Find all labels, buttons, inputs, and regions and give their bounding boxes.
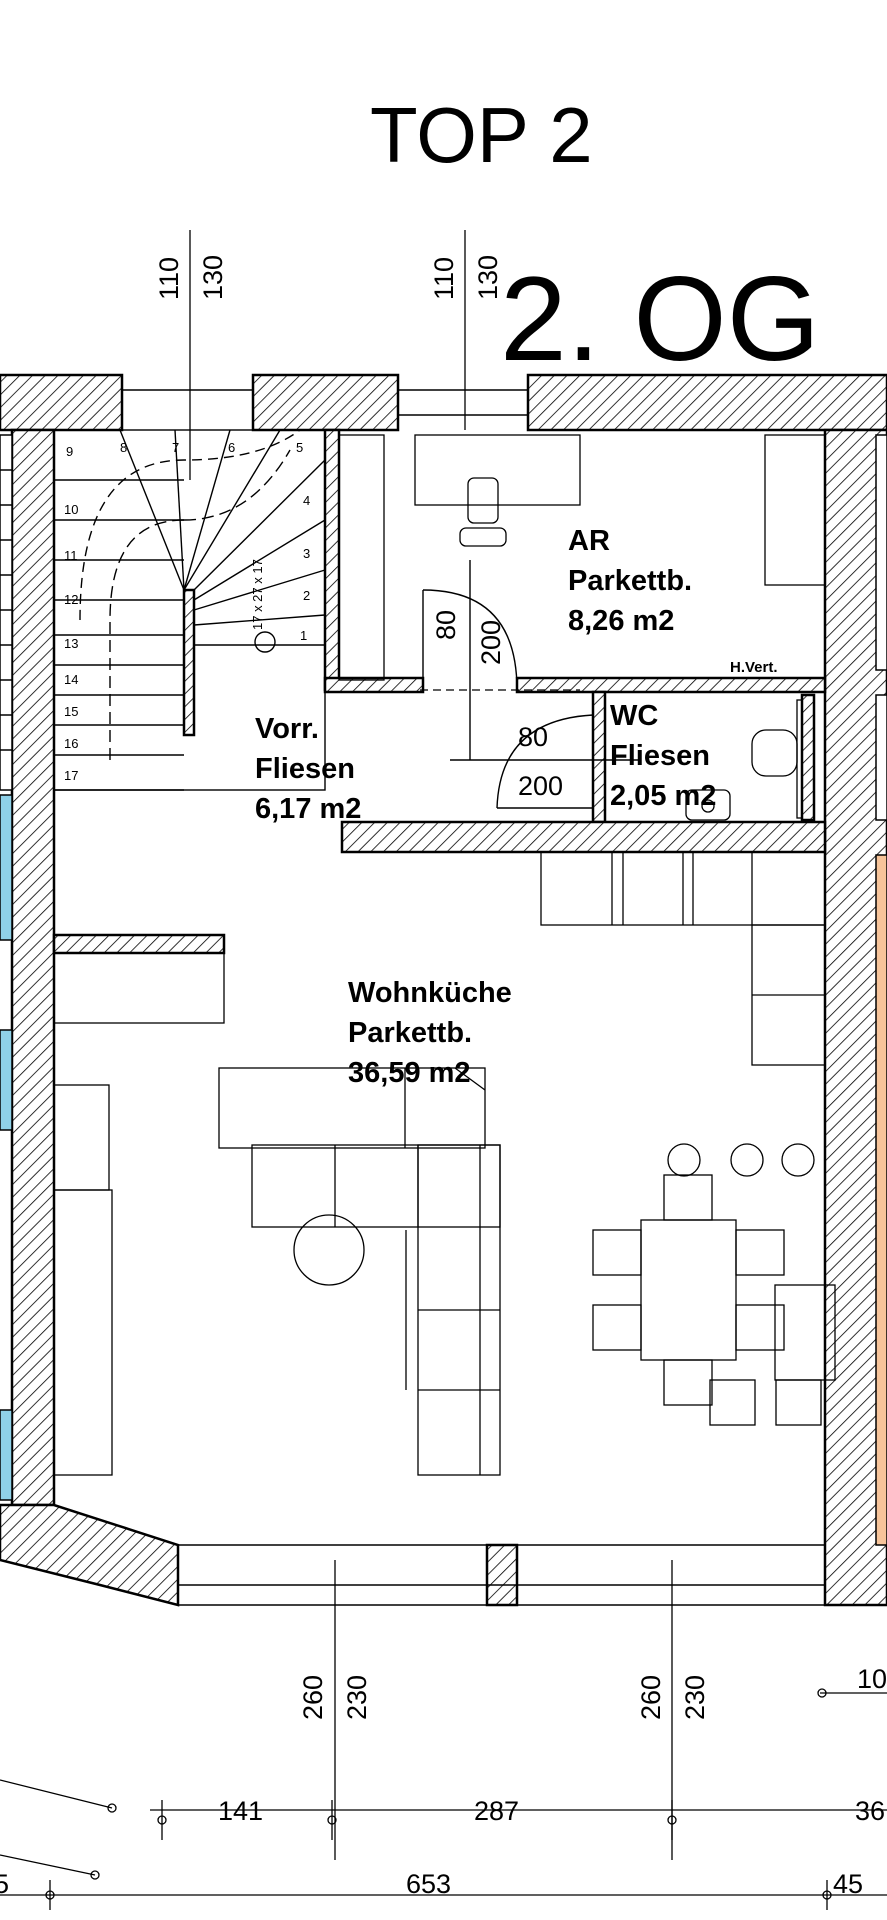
dim-653: 653: [406, 1869, 451, 1899]
svg-text:8: 8: [120, 440, 127, 455]
ar-door-height: 200: [476, 620, 506, 665]
top-openings: [122, 389, 528, 416]
svg-text:6: 6: [228, 440, 235, 455]
bottom-dim-260-left: 260: [298, 1675, 328, 1720]
svg-text:12: 12: [64, 592, 78, 607]
room-vorr-area: 6,17 m2: [255, 793, 361, 825]
room-wohnkueche-floor: Parkettb.: [348, 1017, 472, 1049]
dining-table: [592, 1143, 836, 1426]
svg-text:10: 10: [64, 502, 78, 517]
ar-door-swing: [422, 560, 518, 760]
wc-door-height: 200: [518, 771, 563, 801]
dim-45: 45: [833, 1869, 863, 1899]
room-wc-name: WC: [610, 700, 658, 732]
svg-text:3: 3: [303, 546, 310, 561]
svg-text:7: 7: [172, 440, 179, 455]
left-windows: [0, 434, 13, 1501]
svg-text:17: 17: [64, 768, 78, 783]
svg-text:16: 16: [64, 736, 78, 751]
room-ar-floor: Parkettb.: [568, 565, 692, 597]
distributor-label: H.Vert.: [730, 659, 778, 676]
dim-141: 141: [218, 1796, 263, 1826]
stair-numbers: 1 2 3 4 5 6 7 8 9 10 11 12 13 14 15 16 1…: [64, 440, 310, 783]
bottom-dim-230-left: 230: [342, 1675, 372, 1720]
svg-text:5: 5: [296, 440, 303, 455]
room-wohnkueche-name: Wohnküche: [348, 977, 512, 1009]
bottom-dim-230-right: 230: [680, 1675, 710, 1720]
room-wc-floor: Fliesen: [610, 740, 710, 772]
dim-36: 36: [855, 1796, 885, 1826]
dim-left-partial: 5: [0, 1869, 9, 1899]
svg-text:4: 4: [303, 493, 310, 508]
room-vorr-floor: Fliesen: [255, 753, 355, 785]
top-dim-130-left: 130: [198, 255, 228, 300]
bottom-dim-260-right: 260: [636, 1675, 666, 1720]
right-windows: [875, 434, 887, 1546]
ar-furniture: [338, 434, 826, 691]
svg-text:15: 15: [64, 704, 78, 719]
svg-text:14: 14: [64, 672, 78, 687]
svg-text:1: 1: [300, 628, 307, 643]
floor-label: 2. OG: [500, 252, 820, 386]
svg-text:13: 13: [64, 636, 78, 651]
dim-287: 287: [474, 1796, 519, 1826]
svg-text:2: 2: [303, 588, 310, 603]
kitchen-counters: [53, 851, 826, 1476]
top-dim-130-right: 130: [473, 255, 503, 300]
top-dim-110-right: 110: [429, 257, 459, 300]
room-vorr-name: Vorr.: [255, 713, 319, 745]
top-dim-110-left: 110: [154, 257, 184, 300]
room-ar-area: 8,26 m2: [568, 605, 674, 637]
dim-right-partial: 10: [857, 1664, 887, 1694]
room-wc-area: 2,05 m2: [610, 780, 716, 812]
bottom-window: [178, 1544, 825, 1606]
room-ar-name: AR: [568, 525, 610, 557]
stair-note: 17 x 27 x 17: [250, 559, 265, 630]
ar-door-width: 80: [431, 610, 461, 640]
dimension-chain: [0, 1688, 887, 1910]
svg-text:11: 11: [64, 548, 78, 563]
sofa: [218, 1067, 501, 1476]
plan-title: TOP 2: [370, 91, 593, 179]
staircase: [53, 429, 326, 791]
room-wohnkueche-area: 36,59 m2: [348, 1057, 471, 1089]
wc-door-swing: [450, 714, 640, 809]
wc-fixtures: [685, 699, 803, 821]
svg-text:9: 9: [66, 444, 73, 459]
wc-door-width: 80: [518, 722, 548, 752]
